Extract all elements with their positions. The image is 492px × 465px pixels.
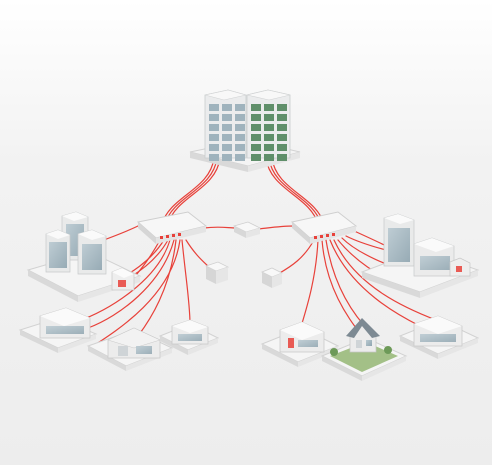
cable-switch-right-to-office-right-a <box>329 239 421 327</box>
cable-dc-to-switch-left-0 <box>161 157 215 225</box>
datacenter-right-window-5-1 <box>264 154 274 161</box>
switch-right <box>290 211 358 244</box>
warehouse-left-building <box>107 327 161 359</box>
datacenter-left-window-2-0 <box>209 124 219 131</box>
datacenter-left-window-3-1 <box>222 134 232 141</box>
datacenter-left-window-1-1 <box>222 114 232 121</box>
datacenter-left-building <box>204 89 247 161</box>
house-right-trees <box>330 346 392 356</box>
cable-switch-right-to-office-right-b <box>333 239 437 321</box>
datacenter-right-window-1-2 <box>277 114 287 121</box>
datacenter-left-window-5-1 <box>222 154 232 161</box>
datacenter-right-window-0-2 <box>277 104 287 111</box>
datacenter-right-window-0-0 <box>251 104 261 111</box>
cable-switch-right-to-junction-right <box>277 239 315 275</box>
office-right-building <box>413 315 463 347</box>
switch-right-ports <box>314 233 335 239</box>
datacenter-right-building <box>246 89 291 161</box>
datacenter-left-window-0-1 <box>222 104 232 111</box>
switch-middle <box>232 221 262 238</box>
switch-left <box>136 211 208 244</box>
datacenter-left-window-4-0 <box>209 144 219 151</box>
campus-left-tower-left <box>45 229 71 273</box>
datacenter-right-window-3-1 <box>264 134 274 141</box>
small-office-left-building <box>171 319 209 345</box>
datacenter-left-window-2-1 <box>222 124 232 131</box>
datacenter-right-window-2-2 <box>277 124 287 131</box>
datacenter-right-window-5-0 <box>251 154 261 161</box>
datacenter-left-window-1-0 <box>209 114 219 121</box>
campus-left-tower-right <box>77 229 107 275</box>
datacenter-left-window-0-0 <box>209 104 219 111</box>
switch-left-ports <box>160 233 181 239</box>
junction-right <box>261 267 283 288</box>
datacenter-left-window-3-2 <box>235 134 245 141</box>
house-right-building <box>346 318 380 353</box>
junction-left <box>204 261 230 284</box>
campus-right-office <box>413 237 455 277</box>
datacenter-right-window-1-0 <box>251 114 261 121</box>
campus-right-tower <box>383 213 415 267</box>
datacenter-right-window-0-1 <box>264 104 274 111</box>
datacenter-left-window-4-2 <box>235 144 245 151</box>
cable-switch-left-to-middle <box>203 226 237 229</box>
cable-switch-left-to-office-left-b <box>87 239 175 329</box>
datacenter-left-window-3-0 <box>209 134 219 141</box>
cable-middle-to-switch-right <box>257 225 295 230</box>
datacenter-right-window-3-0 <box>251 134 261 141</box>
campus-left-annex <box>111 267 135 291</box>
shop-right-building <box>279 321 325 353</box>
datacenter-right-window-2-1 <box>264 124 274 131</box>
datacenter-left-window-4-1 <box>222 144 232 151</box>
cable-switch-left-to-warehouse-left-a <box>137 239 177 337</box>
datacenter-right-window-4-2 <box>277 144 287 151</box>
campus-right-annex <box>449 257 471 277</box>
datacenter-right-window-4-1 <box>264 144 274 151</box>
datacenter-left-window-0-2 <box>235 104 245 111</box>
datacenter-right-window-2-0 <box>251 124 261 131</box>
cable-dc-to-switch-right-0 <box>265 157 319 225</box>
datacenter-right-window-3-2 <box>277 134 287 141</box>
datacenter-right-window-1-1 <box>264 114 274 121</box>
datacenter-left-window-5-2 <box>235 154 245 161</box>
cable-dc-to-switch-right-1 <box>268 157 322 225</box>
datacenter-left-window-1-2 <box>235 114 245 121</box>
cable-switch-left-to-small-office-left <box>181 239 191 325</box>
datacenter-left-window-5-0 <box>209 154 219 161</box>
cable-switch-left-to-warehouse-left-b <box>89 239 181 349</box>
datacenter-left-window-2-2 <box>235 124 245 131</box>
house-right-lawn <box>330 342 398 372</box>
datacenter-right-window-4-0 <box>251 144 261 151</box>
office-left-building <box>39 307 91 339</box>
datacenter-right-window-5-2 <box>277 154 287 161</box>
